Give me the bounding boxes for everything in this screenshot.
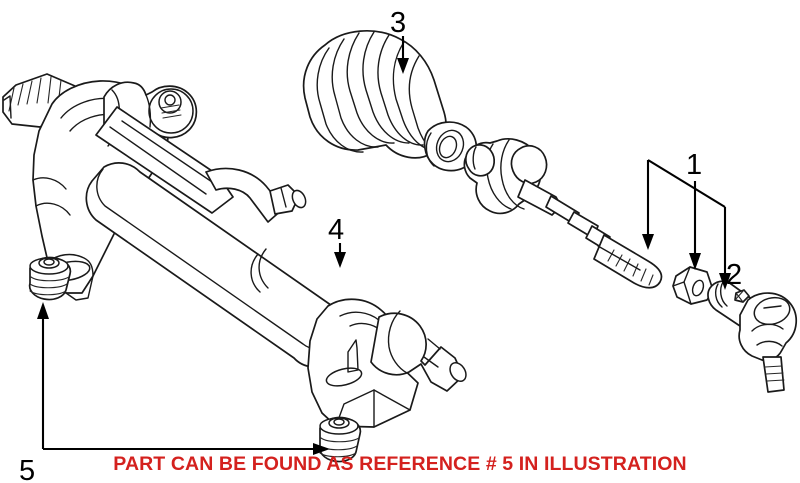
rack-hose-fitting xyxy=(205,167,307,223)
rack-tube-upper xyxy=(95,106,234,214)
inner-tie-rod-assembly xyxy=(463,138,714,305)
inner-tie-rod-shaft xyxy=(517,179,663,289)
tie-rod-jam-nut xyxy=(672,266,714,305)
rack-mounting-bushing-right xyxy=(318,416,362,463)
callout-label-5: 5 xyxy=(19,455,35,483)
pinion-valve-housing xyxy=(103,81,198,155)
callout-label-1: 1 xyxy=(686,149,702,181)
rack-output-shaft xyxy=(370,310,467,392)
leader-line-2 xyxy=(719,207,731,290)
outer-tie-rod-end xyxy=(707,280,797,393)
rack-mounting-bushing-left xyxy=(28,256,72,301)
bellows-boot xyxy=(302,30,478,172)
callout-label-4: 4 xyxy=(328,214,344,246)
callout-label-3: 3 xyxy=(390,7,406,39)
leader-line-4 xyxy=(334,243,346,268)
leader-line-3 xyxy=(397,36,409,74)
callout-label-2: 2 xyxy=(726,259,742,291)
leader-line-1 xyxy=(642,159,726,270)
rack-and-pinion-housing xyxy=(2,73,467,428)
leader-line-5 xyxy=(37,302,330,455)
